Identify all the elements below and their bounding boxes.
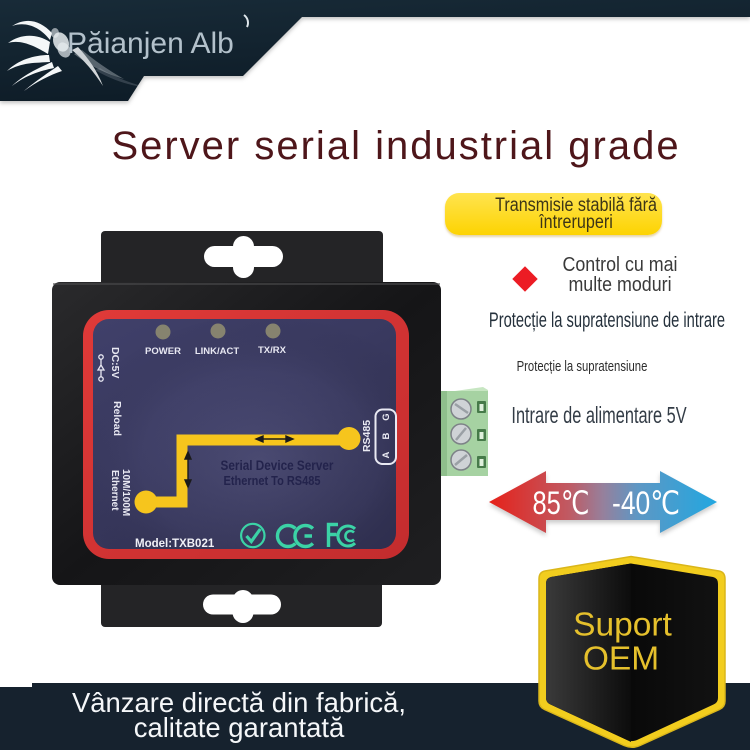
svg-text:DC:5V: DC:5V [109, 347, 121, 379]
svg-text:Ethernet To RS485: Ethernet To RS485 [224, 473, 321, 488]
svg-text:OEM: OEM [583, 641, 659, 678]
svg-text:B: B [381, 432, 392, 439]
svg-text:TX/RX: TX/RX [258, 345, 287, 356]
svg-text:85℃: 85℃ [533, 485, 590, 521]
svg-text:POWER: POWER [145, 346, 181, 357]
svg-text:Ethernet: Ethernet [109, 470, 120, 511]
svg-text:G: G [381, 413, 392, 420]
svg-text:Suport: Suport [573, 607, 672, 644]
svg-text:Serial Device Server: Serial Device Server [221, 457, 334, 473]
svg-text:LINK/ACT: LINK/ACT [195, 346, 240, 357]
svg-text:RS485: RS485 [361, 420, 373, 452]
svg-text:-40℃: -40℃ [612, 485, 680, 521]
svg-text:Model:TXB021: Model:TXB021 [135, 538, 215, 550]
svg-text:10M/100M: 10M/100M [120, 469, 131, 516]
svg-text:Păianjen Alb: Păianjen Alb [67, 27, 234, 60]
svg-text:Reload: Reload [111, 401, 123, 436]
svg-text:A: A [381, 451, 392, 458]
